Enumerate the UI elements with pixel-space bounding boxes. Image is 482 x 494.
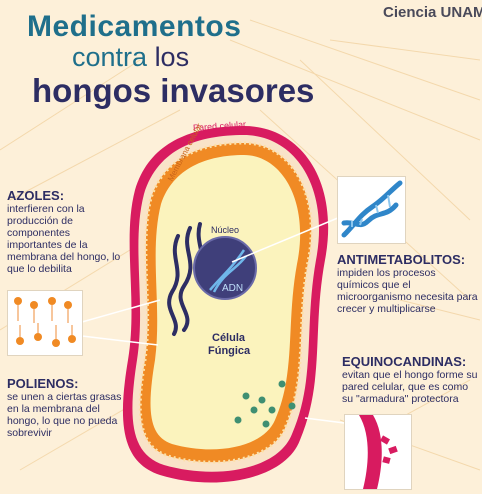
dna-helix-icon <box>209 249 248 293</box>
dna-inset <box>337 176 406 244</box>
equinocandinas-text: evitan que el hongo forme su pared celul… <box>342 369 478 405</box>
antimetabolitos-text: impiden los procesos químicos que el mic… <box>337 267 478 315</box>
azoles-block: AZOLES: interfieren con la producción de… <box>7 188 125 275</box>
title-line-3: hongos invasores <box>32 72 315 109</box>
wall-inset <box>344 414 412 490</box>
equinocandinas-block: EQUINOCANDINAS: evitan que el hongo form… <box>342 354 480 405</box>
antimetabolitos-title: ANTIMETABOLITOS: <box>337 252 466 267</box>
title-line-1: Medicamentos <box>27 10 242 43</box>
cell-label-2: Fúngica <box>208 345 251 357</box>
brand-logo: Ciencia UNAM <box>383 4 482 21</box>
azoles-title: AZOLES: <box>7 188 65 203</box>
dna-strand-icon <box>341 180 403 238</box>
cytoplasm-particles <box>234 380 296 428</box>
lipid-bilayer-icon <box>14 297 76 347</box>
azoles-text: interfieren con la producción de compone… <box>7 203 121 275</box>
equinocandinas-title: EQUINOCANDINAS: <box>342 354 467 369</box>
cytoplasm <box>150 155 301 450</box>
cell-label-1: Célula <box>212 332 246 344</box>
antimetabolitos-block: ANTIMETABOLITOS: impiden los procesos qu… <box>337 252 479 315</box>
cell-wall-fragment-icon <box>359 415 398 489</box>
polienos-title: POLIENOS: <box>7 376 79 391</box>
title-word-los: los <box>154 42 190 72</box>
membrane-inset <box>7 290 83 356</box>
title-block: Medicamentos contra los hongos invasores <box>0 0 482 120</box>
dna-label: ADN <box>222 283 244 294</box>
nucleus <box>194 237 256 299</box>
polienos-text: se unen a ciertas grasas en la membrana … <box>7 391 122 439</box>
title-line-2: contra los <box>72 42 189 73</box>
title-word-contra: contra <box>72 42 148 72</box>
polienos-block: POLIENOS: se unen a ciertas grasas en la… <box>7 376 125 439</box>
nucleus-label: Núcleo <box>211 225 240 235</box>
